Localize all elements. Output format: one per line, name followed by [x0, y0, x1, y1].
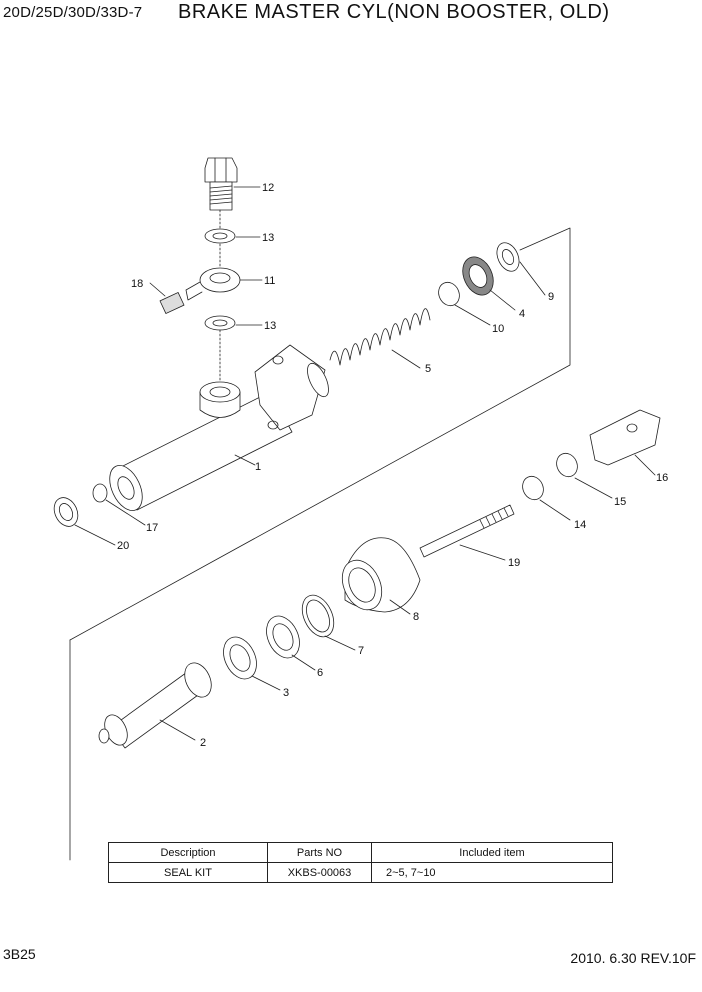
callout-label: 13	[262, 232, 274, 244]
seal-part	[462, 256, 494, 296]
bleeder-part	[159, 292, 185, 314]
callout-label: 12	[262, 182, 274, 194]
table-header-row: Description Parts NO Included item	[108, 842, 613, 863]
model-code: 20D/25D/30D/33D-7	[3, 4, 143, 21]
clevis-part	[589, 409, 661, 466]
stopper-part	[266, 615, 300, 659]
plug-part	[92, 483, 108, 503]
callout-label: 2	[200, 737, 206, 749]
nut-part	[522, 475, 544, 501]
piston-part	[98, 662, 212, 749]
column-header: Description	[108, 842, 268, 863]
bolt-part	[204, 157, 238, 211]
bushing-part	[556, 452, 578, 478]
snap-ring-part	[301, 594, 335, 638]
spring-part	[329, 308, 431, 366]
push-rod-part	[419, 504, 515, 558]
table-row: SEAL KIT XKBS-00063 2~5, 7~10	[108, 862, 613, 883]
callout-label: 11	[264, 275, 275, 287]
callout-label: 18	[131, 278, 143, 290]
washer-part	[496, 242, 520, 272]
callout-label: 3	[283, 687, 289, 699]
boot-part	[341, 537, 421, 613]
callout-label: 19	[508, 557, 520, 569]
cap-part	[53, 497, 79, 527]
callout-label: 9	[548, 291, 554, 303]
callout-label: 16	[656, 472, 668, 484]
column-header: Parts NO	[267, 842, 372, 863]
callout-label: 7	[358, 645, 364, 657]
callout-label: 1	[255, 461, 261, 473]
callout-label: 17	[146, 522, 158, 534]
seal-kit-table: Description Parts NO Included item SEAL …	[108, 842, 613, 883]
table-cell: 2~5, 7~10	[371, 862, 613, 883]
cylinder-body-part	[109, 344, 329, 511]
callout-label: 14	[574, 519, 586, 531]
washer-part	[204, 228, 236, 244]
callout-labels: 12 13 11 18 13 5 9 4 10 1 17 20 16 15 14…	[117, 182, 668, 749]
washer-part	[204, 315, 236, 331]
column-header: Included item	[371, 842, 613, 863]
callout-label: 10	[492, 323, 504, 335]
table-cell: XKBS-00063	[267, 862, 372, 883]
callout-label: 13	[264, 320, 276, 332]
revision-date: 2010. 6.30 REV.10F	[570, 950, 696, 966]
page-title: BRAKE MASTER CYL(NON BOOSTER, OLD)	[178, 1, 610, 23]
callout-label: 8	[413, 611, 419, 623]
banjo-fitting-part	[185, 267, 241, 301]
callout-label: 5	[425, 363, 431, 375]
page-number: 3B25	[3, 946, 36, 962]
secondary-cup-part	[223, 636, 257, 680]
callout-label: 20	[117, 540, 129, 552]
callout-label: 6	[317, 667, 323, 679]
cup-part	[438, 281, 460, 307]
callout-label: 4	[519, 308, 525, 320]
table-cell: SEAL KIT	[108, 862, 268, 883]
boundary-line	[69, 227, 571, 641]
callout-label: 15	[614, 496, 626, 508]
